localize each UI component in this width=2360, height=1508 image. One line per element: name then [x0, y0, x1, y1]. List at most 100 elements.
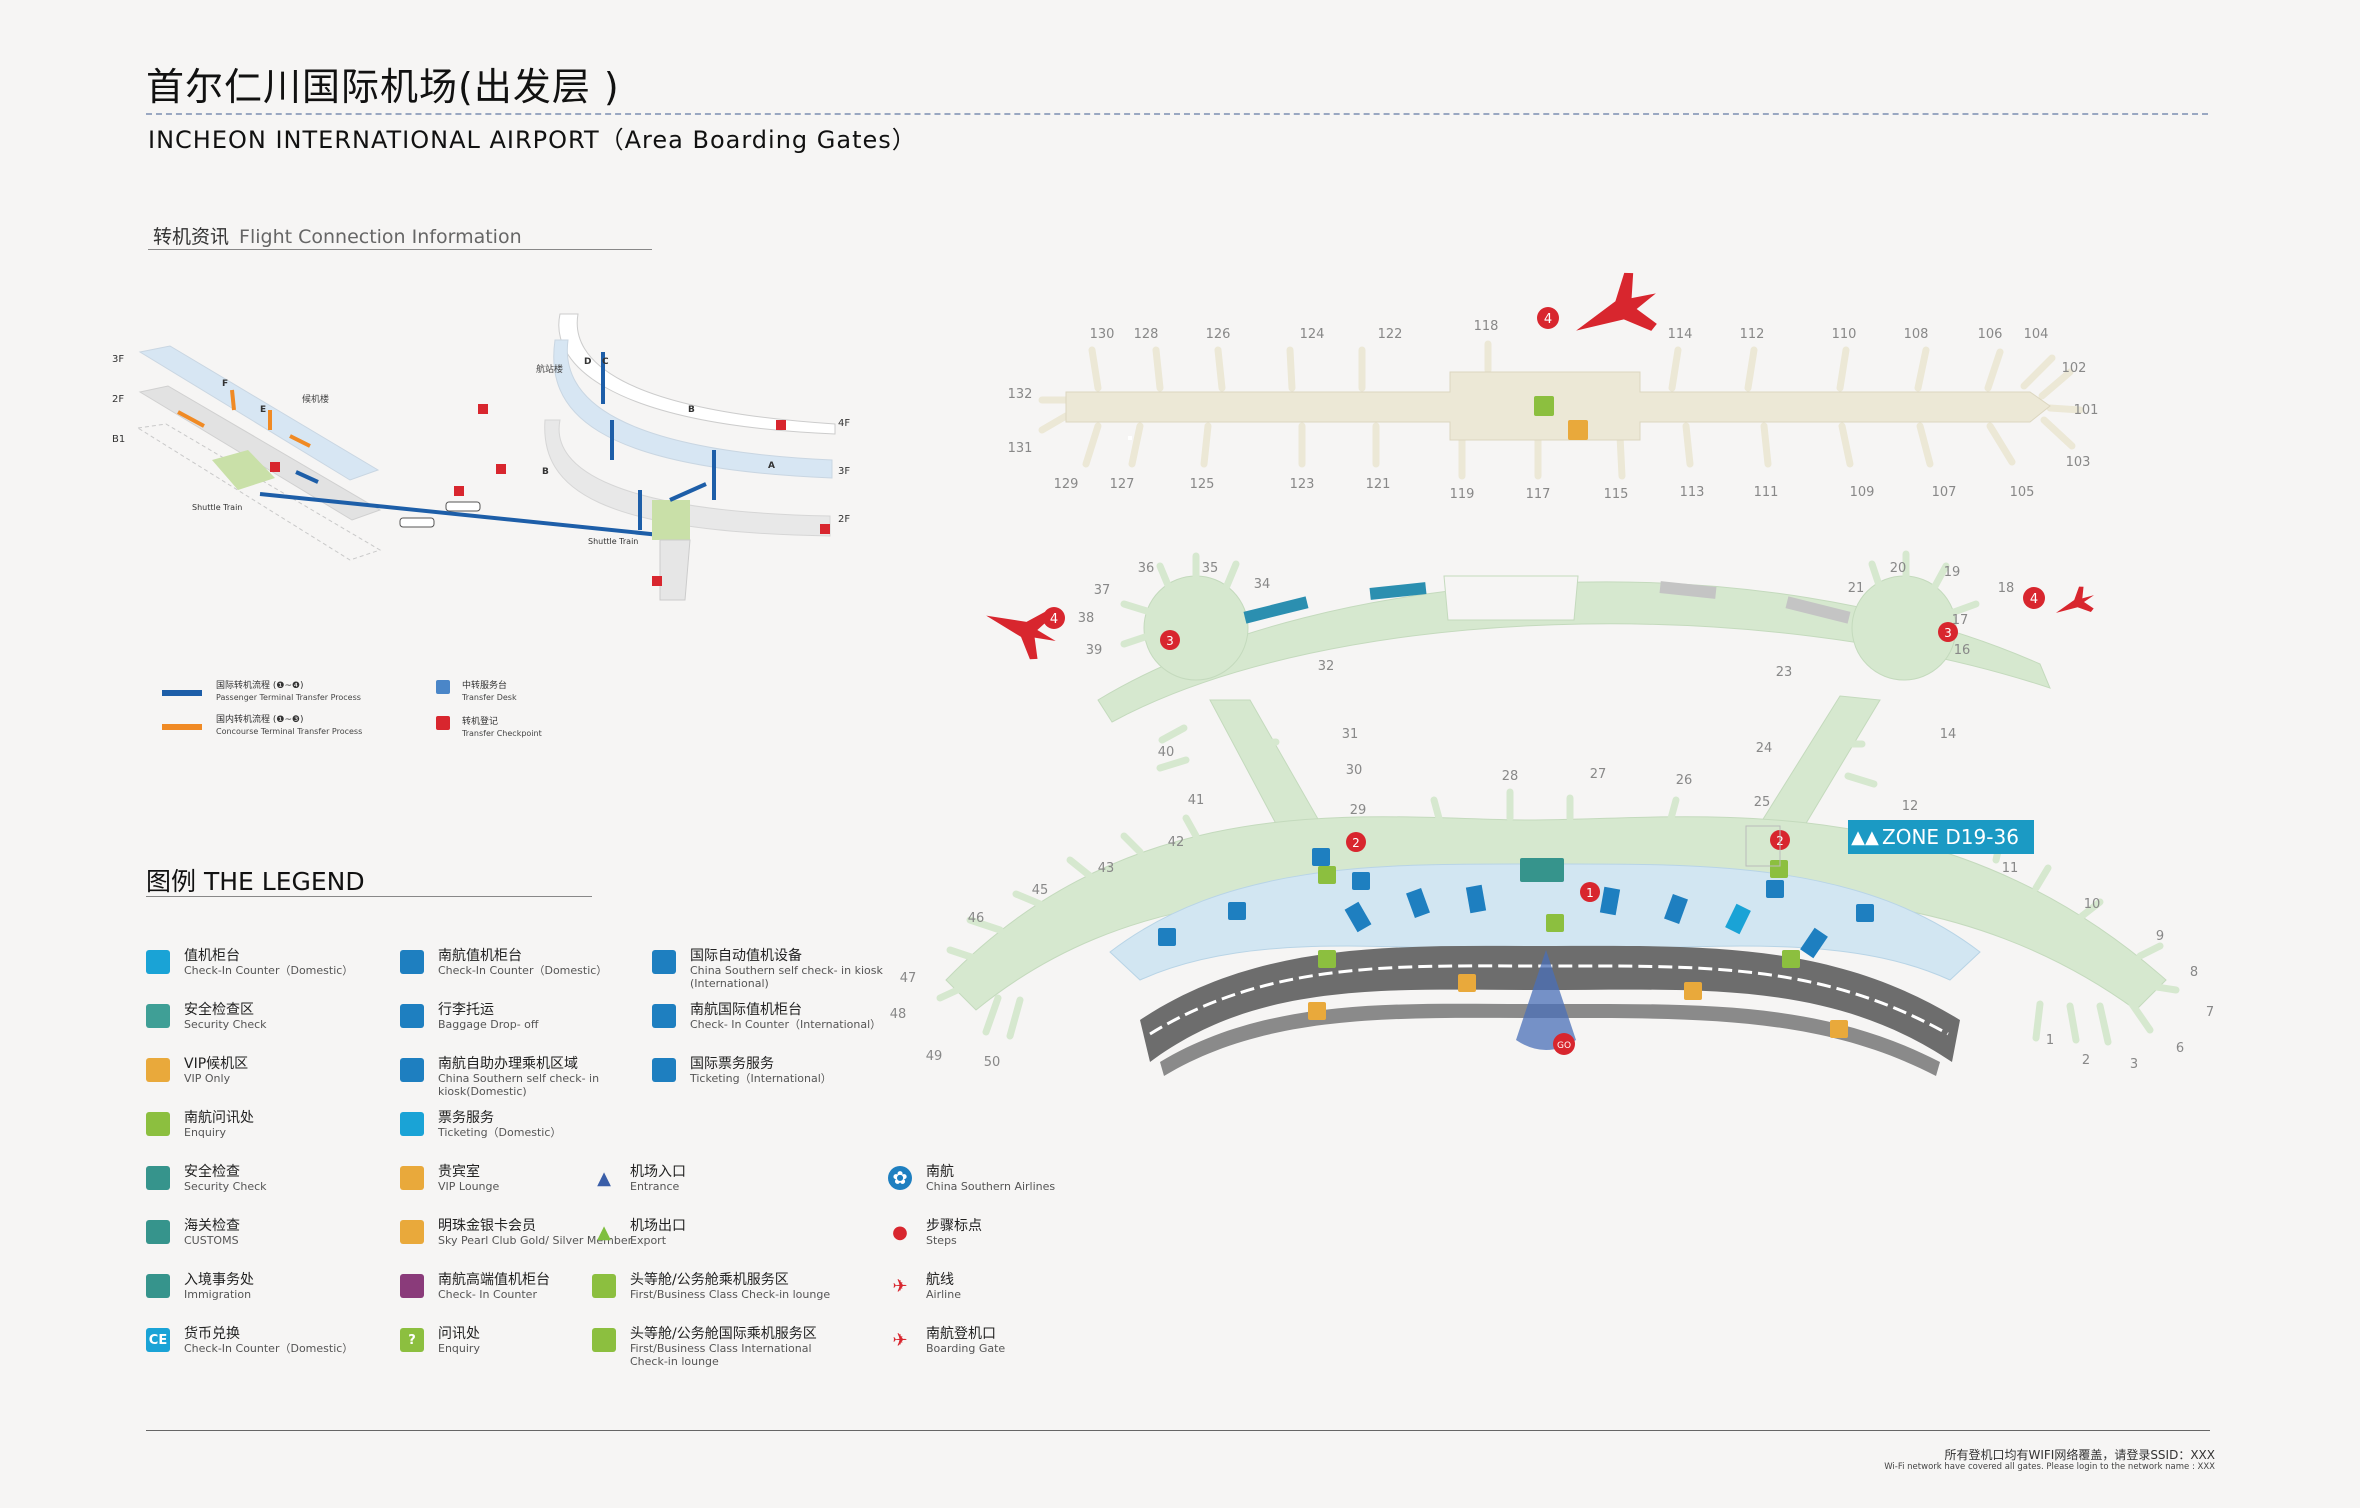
gate-label: 118 — [1474, 319, 1499, 334]
legend-label-en: Enquiry — [184, 1126, 226, 1139]
gate-label: 11 — [2002, 861, 2019, 876]
page-title: 首尔仁川国际机场(出发层 ) — [146, 65, 620, 109]
shuttle-train-icon — [399, 517, 435, 528]
gate-label: 32 — [1318, 659, 1335, 674]
gate-label: 29 — [1350, 803, 1367, 818]
counter-icon — [400, 950, 424, 974]
check-in-island — [1465, 884, 1487, 914]
gate-label: 50 — [984, 1055, 1001, 1070]
floor-label-b1: B1 — [112, 434, 125, 445]
step-pin-icon — [1346, 832, 1366, 852]
gate-label: 10 — [2084, 897, 2101, 912]
legend-label-zh: 安全检查区 — [184, 1002, 254, 1018]
entrance-beam — [1516, 950, 1576, 1050]
legend-label-en: China Southern self check- in kiosk(Dome… — [438, 1072, 600, 1098]
legend-label-en: Export — [630, 1234, 667, 1247]
legend-label-en: Check- In Counter（International） — [690, 1018, 882, 1031]
counter-icon — [1766, 880, 1784, 898]
counter-icon — [1856, 904, 1874, 922]
customs-icon — [146, 1220, 170, 1244]
legend-label-zh: 机场入口 — [630, 1164, 686, 1180]
legend-label-zh: VIP候机区 — [184, 1056, 249, 1072]
gate-label: 6 — [2176, 1041, 2184, 1056]
first-class-icon — [592, 1274, 616, 1298]
conn-legend-zh-2: 国内转机流程 (❶~❸) — [216, 713, 304, 725]
zone-f-label: F — [222, 379, 228, 389]
step-pin-icon — [1160, 630, 1180, 650]
step-label: 4 — [1544, 312, 1552, 327]
legend-glyph-icon: CE — [146, 1328, 170, 1352]
legend-label-en: Ticketing（International） — [690, 1072, 832, 1085]
legend-label-en: CUSTOMS — [184, 1234, 239, 1247]
vip-lounge-icon — [1458, 974, 1476, 992]
gate-label: 21 — [1848, 581, 1865, 596]
check-in-island — [1406, 888, 1430, 918]
legend-label-zh: 明珠金银卡会员 — [438, 1218, 536, 1234]
step-pin-icon — [1553, 1033, 1575, 1055]
conn-legend-en-4: Transfer Checkpoint — [461, 729, 542, 738]
shuttle-train-icon — [445, 501, 481, 512]
gate-label: 28 — [1502, 769, 1519, 784]
upper-pier-arc — [1097, 581, 2051, 723]
zone-a-label: A — [768, 461, 775, 471]
legend-swatch — [146, 950, 170, 974]
kiosk-icon — [652, 950, 676, 974]
right-floor-label-3f: 3F — [838, 466, 850, 477]
gate-label: 128 — [1134, 327, 1159, 342]
step-pin-icon — [1938, 622, 1958, 642]
legend-divider — [146, 896, 592, 897]
gate-label: 47 — [900, 971, 917, 986]
gate-label: 132 — [1008, 387, 1033, 402]
gate-label: 113 — [1680, 485, 1705, 500]
legend-label-en: Airline — [926, 1288, 961, 1301]
legend-label-en: Immigration — [184, 1288, 252, 1301]
legend-label-en: Entrance — [630, 1180, 680, 1193]
enquiry-icon — [1318, 866, 1336, 884]
gate-label: 20 — [1890, 561, 1907, 576]
step-label: 2 — [1352, 836, 1360, 850]
step-label: 3 — [1944, 626, 1952, 640]
gate-label: 45 — [1032, 883, 1049, 898]
security-gate-icon — [146, 1166, 170, 1190]
legend-label-zh: 贵宾室 — [438, 1164, 480, 1180]
transfer-desk-icon — [1158, 928, 1176, 946]
right-floor-4f — [558, 313, 836, 435]
legend-swatch — [146, 1004, 170, 1028]
vip-lounge-icon — [1308, 1002, 1326, 1020]
legend-label-zh: 机场出口 — [630, 1218, 686, 1234]
enquiry-icon — [1318, 950, 1336, 968]
outer-road — [1160, 1003, 1940, 1076]
right-building — [544, 313, 836, 601]
left-satellite — [1143, 575, 1249, 681]
gate-label: 109 — [1850, 485, 1875, 500]
legend-label-en: VIP Only — [184, 1072, 231, 1085]
step-label: 4 — [1050, 612, 1058, 627]
footer-divider — [146, 1430, 2210, 1431]
legend-label-en: Baggage Drop- off — [438, 1018, 539, 1031]
gate-label: 35 — [1202, 561, 1219, 576]
legend-swatch — [146, 1058, 170, 1082]
check-in-island — [1599, 886, 1621, 916]
transfer-checkpoint-icon — [454, 486, 464, 496]
kiosk-icon — [400, 1058, 424, 1082]
enquiry-icon — [1546, 914, 1564, 932]
title-divider — [146, 113, 2208, 115]
gate-label: 115 — [1604, 487, 1629, 502]
upper-pier-feature — [1369, 582, 1427, 600]
check-in-hall — [1109, 863, 1981, 981]
plane-icon — [986, 610, 1056, 660]
conn-legend-en-3: Transfer Desk — [461, 693, 517, 702]
gate-label: 36 — [1138, 561, 1155, 576]
zone-d-label: D — [584, 357, 591, 367]
legend-label-zh: 国际票务服务 — [690, 1056, 774, 1072]
transfer-desk-icon — [436, 680, 450, 694]
transfer-diagram: 3F 2F B1 候机楼 Shuttle Train F E 航站楼 D C B… — [112, 313, 850, 738]
first-class-icon: ▲▲ — [1851, 826, 1879, 848]
legend-label-zh: 安全检查 — [184, 1164, 240, 1180]
